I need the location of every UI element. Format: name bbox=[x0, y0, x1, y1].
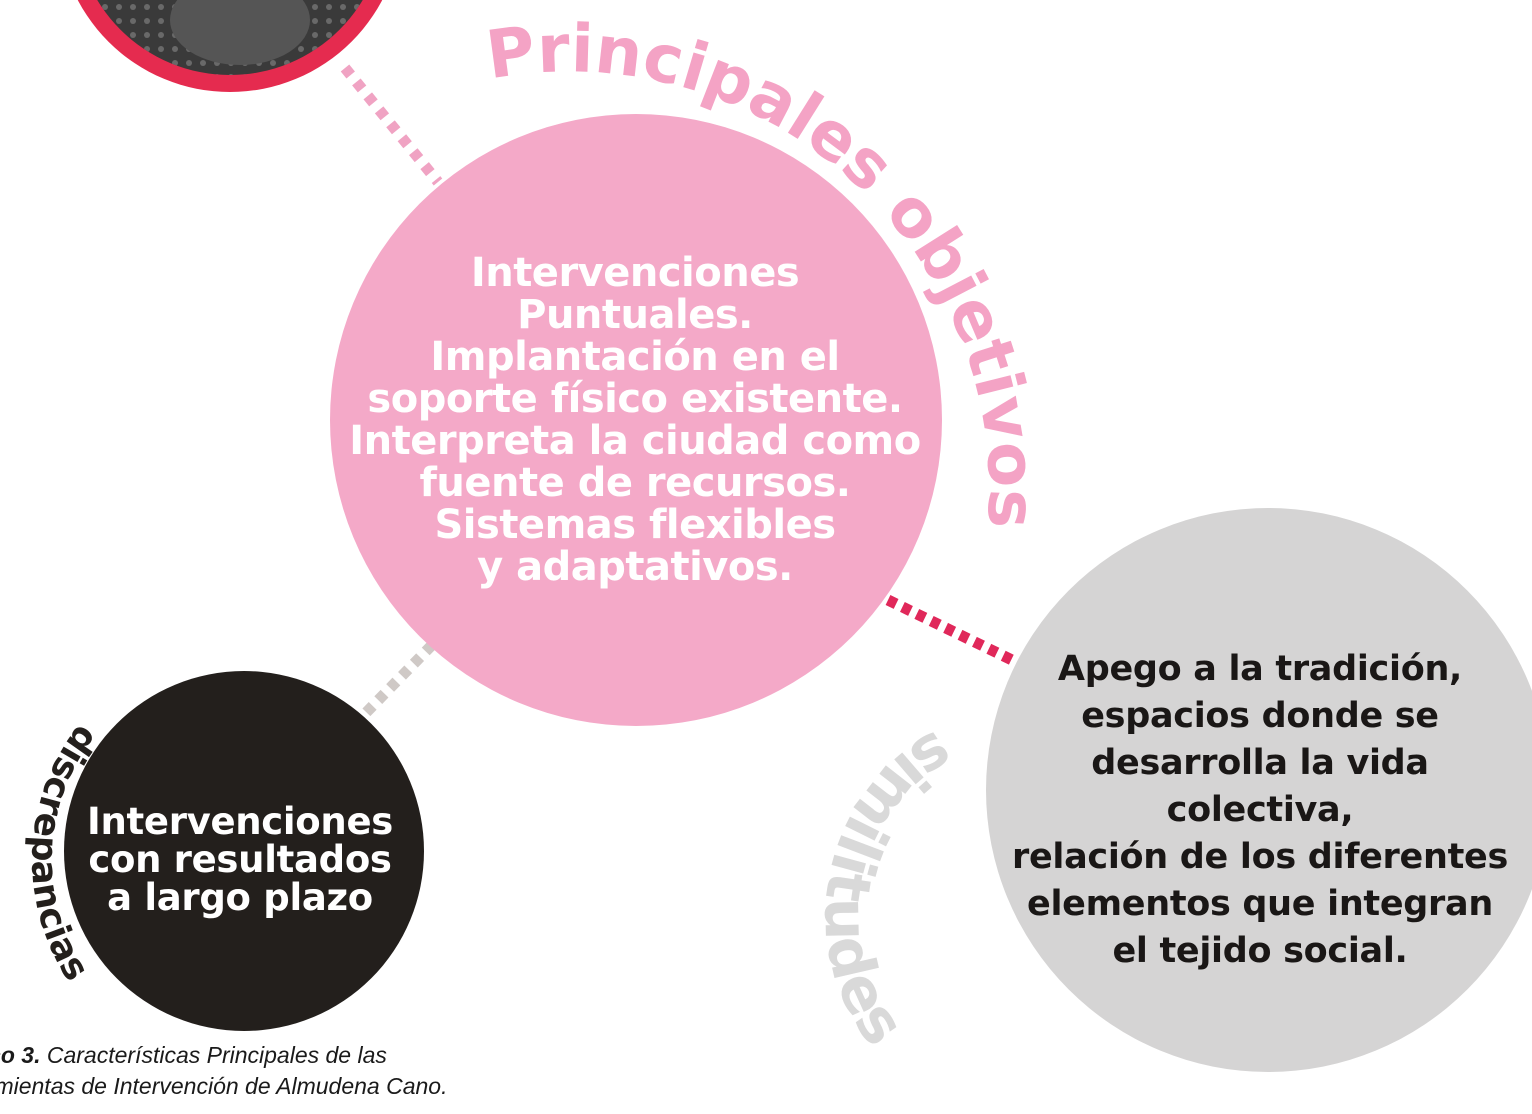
objetivos-circle bbox=[330, 114, 942, 726]
caption-text-1: Características Principales de las bbox=[40, 1042, 387, 1068]
figure-caption: fico 3. Características Principales de l… bbox=[0, 1040, 674, 1102]
objetivos-line: Sistemas flexibles bbox=[434, 502, 836, 548]
objetivos-line: Implantación en el bbox=[430, 334, 840, 380]
objetivos-text: Intervenciones Puntuales. Implantación e… bbox=[335, 240, 935, 600]
discrepancias-line: Intervenciones bbox=[87, 800, 393, 843]
similitudes-line: desarrolla la vida colectiva, bbox=[1091, 742, 1429, 830]
similitudes-line: el tejido social. bbox=[1112, 930, 1408, 971]
similitudes-line: espacios donde se bbox=[1081, 695, 1439, 736]
objetivos-line: Interpreta la ciudad como bbox=[349, 418, 921, 464]
connector-photo-to-objetivos bbox=[340, 64, 443, 186]
caption-line-1: fico 3. Características Principales de l… bbox=[0, 1040, 674, 1071]
connector-objetivos-to-similitudes bbox=[885, 595, 1015, 665]
discrepancias-circle bbox=[64, 671, 424, 1031]
discrepancias-line: a largo plazo bbox=[107, 876, 373, 919]
author-photo bbox=[77, 0, 383, 92]
similitudes-label: similitudes bbox=[810, 717, 966, 1058]
similitudes-label-path: similitudes bbox=[810, 717, 966, 1058]
similitudes-line: elementos que integran bbox=[1027, 883, 1493, 924]
objetivos-line: Intervenciones bbox=[470, 250, 800, 296]
similitudes-text: Apego a la tradición, espacios donde se … bbox=[1000, 649, 1520, 971]
caption-text-2: ramientas de Intervención de Almudena Ca… bbox=[0, 1073, 448, 1099]
caption-number: fico 3. bbox=[0, 1042, 41, 1068]
objetivos-line: Puntuales. bbox=[517, 292, 753, 338]
discrepancias-text: Intervenciones con resultados a largo pl… bbox=[70, 795, 410, 925]
similitudes-line: relación de los diferentes bbox=[1012, 836, 1508, 877]
similitudes-circle bbox=[986, 508, 1532, 1072]
objetivos-line: y adaptativos. bbox=[477, 544, 793, 590]
discrepancias-line: con resultados bbox=[88, 838, 392, 881]
connector-objetivos-to-discrepancias bbox=[351, 641, 436, 728]
similitudes-line: Apego a la tradición, bbox=[1057, 648, 1463, 689]
objetivos-line: soporte físico existente. bbox=[367, 376, 903, 422]
objetivos-line: fuente de recursos. bbox=[419, 460, 851, 506]
